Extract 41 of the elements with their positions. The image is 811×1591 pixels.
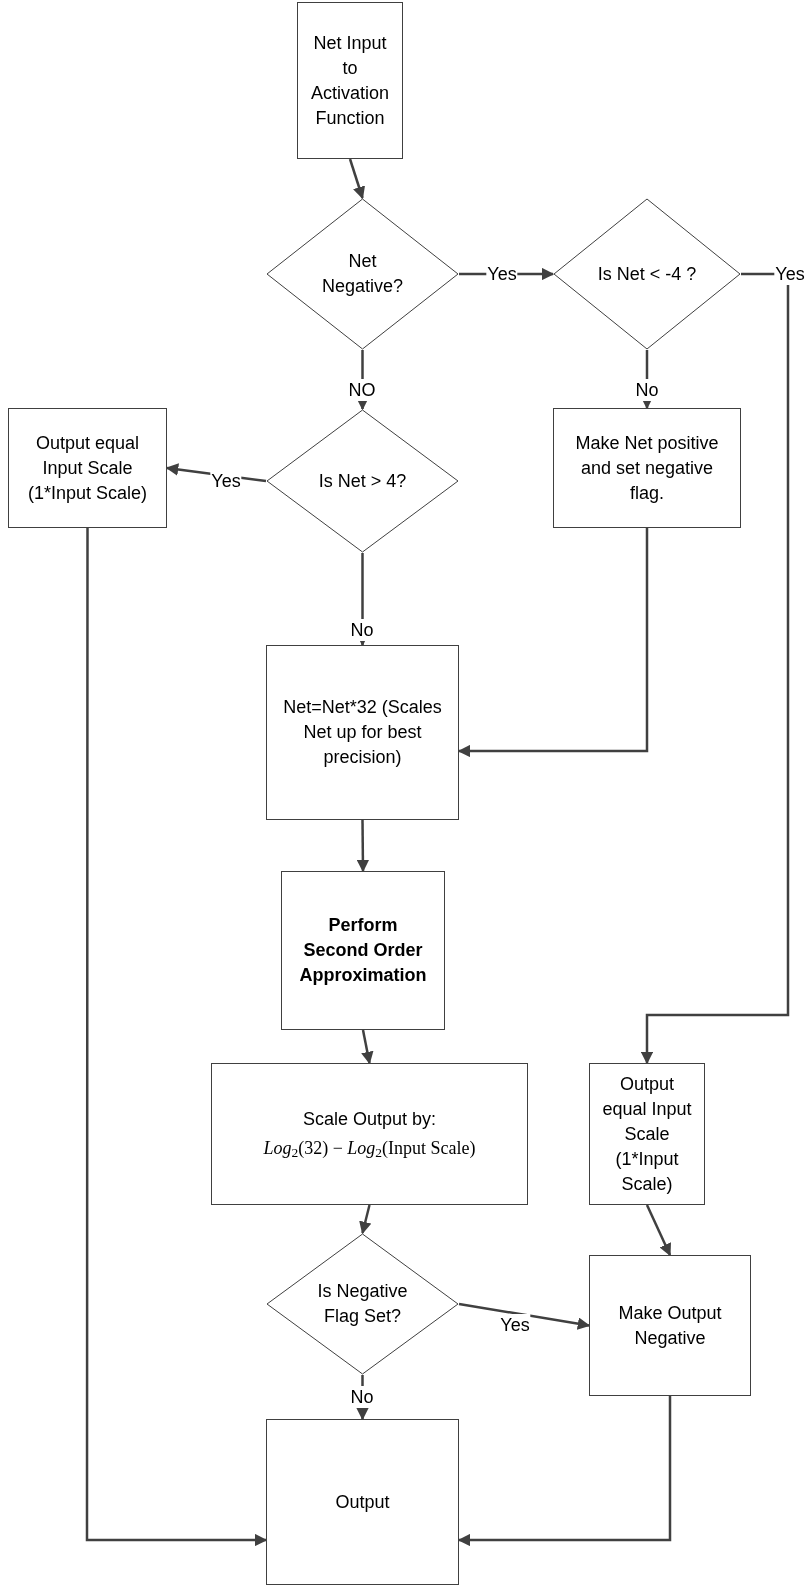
decision-diamond bbox=[266, 198, 459, 350]
node-text: Net Input to Activation Function bbox=[309, 31, 390, 130]
node-text: Output equal Input Scale (1*Input Scale) bbox=[601, 1072, 693, 1196]
arrow bbox=[457, 1396, 672, 1547]
arrow bbox=[348, 158, 365, 200]
arrow bbox=[640, 272, 790, 1065]
node-text: Net Negative? bbox=[320, 250, 405, 298]
formula-text: Log$_{2}$(32) − Log$_{2}$(Input Scale) bbox=[262, 1137, 477, 1161]
node-text: Make Output Negative bbox=[617, 1301, 723, 1350]
process-box bbox=[297, 2, 403, 159]
node-text: Make Net positive and set negative flag. bbox=[574, 431, 720, 505]
arrow bbox=[85, 528, 268, 1547]
process-box bbox=[589, 1063, 705, 1205]
process-box bbox=[266, 645, 459, 820]
decision-diamond bbox=[266, 409, 459, 553]
arrow bbox=[645, 1204, 672, 1257]
arrow bbox=[356, 820, 370, 873]
node-text: Is Negative Flag Set? bbox=[316, 1280, 409, 1328]
node-text: Is Net > 4? bbox=[318, 469, 407, 493]
arrow bbox=[457, 528, 649, 758]
decision-diamond bbox=[266, 1233, 459, 1375]
node-text: Is Net < -4 ? bbox=[597, 262, 697, 286]
process-box bbox=[281, 871, 445, 1030]
edge-label: No bbox=[634, 379, 660, 401]
process-box bbox=[211, 1063, 528, 1205]
edge-label: NO bbox=[347, 379, 377, 401]
process-box bbox=[266, 1419, 459, 1585]
node-text: Net=Net*32 (Scales Net up for best precision) bbox=[282, 696, 443, 769]
node-text: Scale Output by: bbox=[301, 1108, 438, 1131]
node-text: Output bbox=[334, 1490, 391, 1514]
node-text: Output equal Input Scale (1*Input Scale) bbox=[26, 431, 149, 505]
process-box bbox=[8, 408, 167, 528]
arrow bbox=[359, 1204, 372, 1235]
edge-label: No bbox=[349, 619, 375, 641]
process-box bbox=[553, 408, 741, 528]
arrow bbox=[458, 1302, 591, 1330]
process-box bbox=[589, 1255, 751, 1396]
arrow bbox=[361, 1029, 374, 1065]
edge-label: No bbox=[349, 1386, 375, 1408]
node-text: Perform Second Order Approximation bbox=[298, 914, 428, 987]
decision-diamond bbox=[553, 198, 741, 350]
